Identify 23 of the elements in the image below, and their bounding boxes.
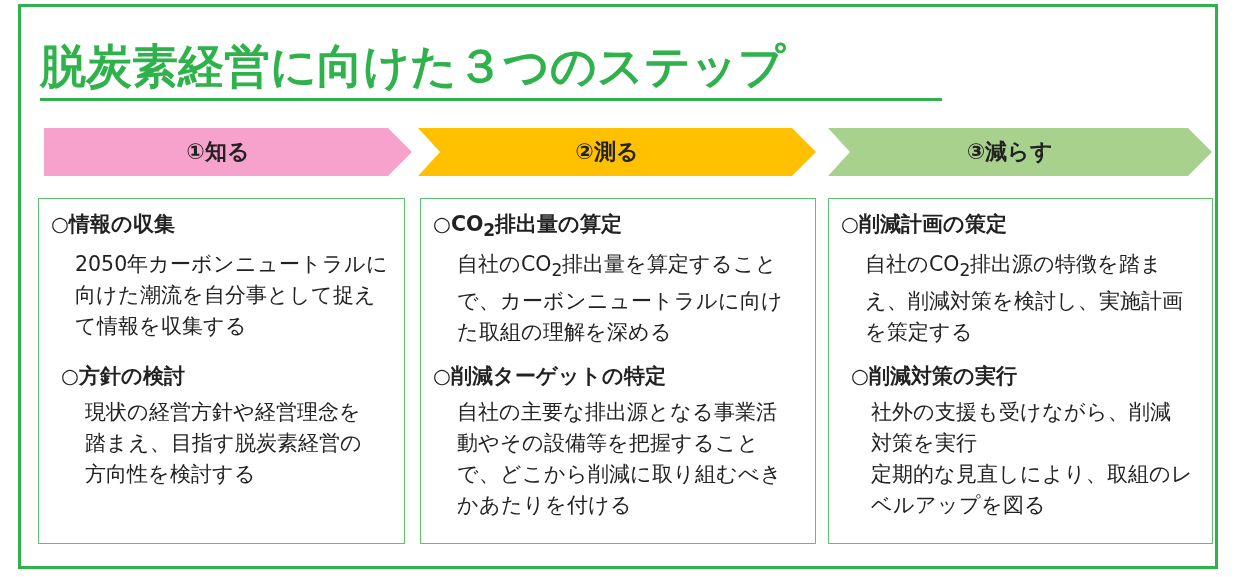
step-label: ②測る — [574, 138, 640, 166]
section-heading: ○削減ターゲットの特定 — [433, 363, 667, 390]
description-text: 自社のCO$_{2}$排出源の特徴を踏まえ、削減対策を検討し、実施計画を策定する — [865, 251, 1184, 347]
description-text: 自社のCO$_{2}$排出量を算定することで、カーボンニュートラルに向けた取組の理解を深める — [457, 251, 784, 347]
section-heading: ○削減計画の策定 — [841, 211, 1008, 238]
description-text: 定期的な見直しにより、取組のレベルアップを図る — [871, 461, 1194, 519]
section-heading: ○CO$_{2}$排出量の算定 — [433, 211, 624, 243]
step-panel — [420, 198, 816, 544]
title: 脱炭素経営に向けた３つのステップ — [40, 38, 785, 95]
step-header-banner — [418, 128, 816, 176]
description-text: 自社の主要な排出源となる事業活動やその設備等を把握することで、どこから削減に取り組むべきかあたりを付ける — [457, 399, 783, 519]
section-heading: ○方針の検討 — [61, 363, 186, 390]
step-header-banner — [828, 128, 1212, 176]
section-heading: ○削減対策の実行 — [851, 363, 1018, 390]
description-text: 2050年カーボンニュートラルに向けた潮流を自分事として捉えて情報を収集する — [75, 251, 390, 340]
step-header-banner — [44, 128, 412, 176]
section-heading: ○情報の収集 — [51, 211, 176, 238]
step-panel — [38, 198, 405, 544]
step-label: ①知る — [185, 138, 251, 166]
description-text: 社外の支援も受けながら、削減対策を実行 — [871, 399, 1172, 457]
step-panel — [828, 198, 1213, 544]
description-text: 現状の経営方針や経営理念を踏まえ、目指す脱炭素経営の方向性を検討する — [85, 399, 363, 488]
step-label: ③減らす — [965, 138, 1055, 166]
